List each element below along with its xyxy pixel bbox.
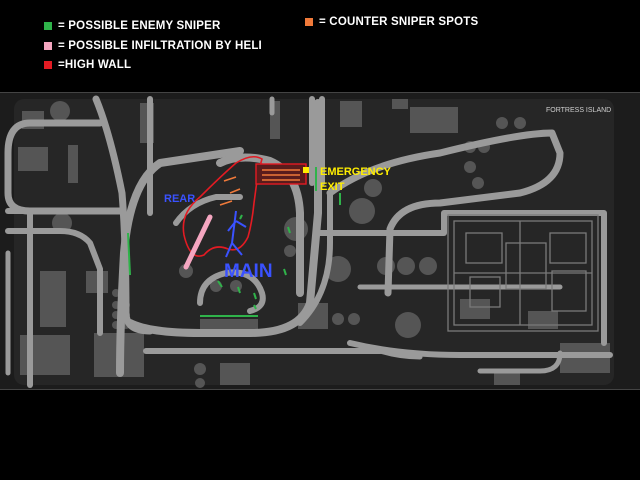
high-wall bbox=[182, 155, 263, 257]
main-label: MAIN bbox=[224, 261, 273, 282]
legend-enemy-sniper: = POSSIBLE ENEMY SNIPER bbox=[44, 20, 221, 32]
heli-infiltration-swatch bbox=[44, 42, 52, 50]
counter-sniper-swatch bbox=[305, 18, 313, 26]
fortress-compound bbox=[447, 214, 599, 332]
rear-label: REAR bbox=[164, 193, 196, 205]
emergency-label: EMERGENCY bbox=[320, 166, 391, 178]
legend-high-wall-label: =HIGH WALL bbox=[58, 59, 132, 71]
emergency-exit-marker bbox=[303, 167, 309, 173]
map-view[interactable]: FORTRESS ISLAND REAR MAIN EMERGENCY EXIT bbox=[0, 92, 640, 390]
legend-heli-infiltration-label: = POSSIBLE INFILTRATION BY HELI bbox=[58, 40, 262, 52]
legend-heli-infiltration: = POSSIBLE INFILTRATION BY HELI bbox=[44, 40, 262, 52]
legend-high-wall: =HIGH WALL bbox=[44, 59, 131, 71]
island-name: FORTRESS ISLAND bbox=[546, 107, 612, 114]
counter-sniper-zone bbox=[255, 163, 307, 185]
legend-counter-sniper-label: = COUNTER SNIPER SPOTS bbox=[319, 16, 479, 28]
roads bbox=[4, 95, 613, 388]
main-position-marker bbox=[225, 210, 247, 258]
map-canvas bbox=[0, 93, 640, 389]
counter-sniper-spots bbox=[219, 169, 300, 206]
enemy-sniper-swatch bbox=[44, 22, 52, 30]
exit-label: EXIT bbox=[320, 181, 345, 193]
legend-enemy-sniper-label: = POSSIBLE ENEMY SNIPER bbox=[58, 20, 221, 32]
legend-counter-sniper: = COUNTER SNIPER SPOTS bbox=[305, 16, 478, 28]
high-wall-swatch bbox=[44, 61, 52, 69]
enemy-sniper-marks bbox=[127, 167, 341, 317]
heli-infiltration-path bbox=[183, 214, 213, 270]
